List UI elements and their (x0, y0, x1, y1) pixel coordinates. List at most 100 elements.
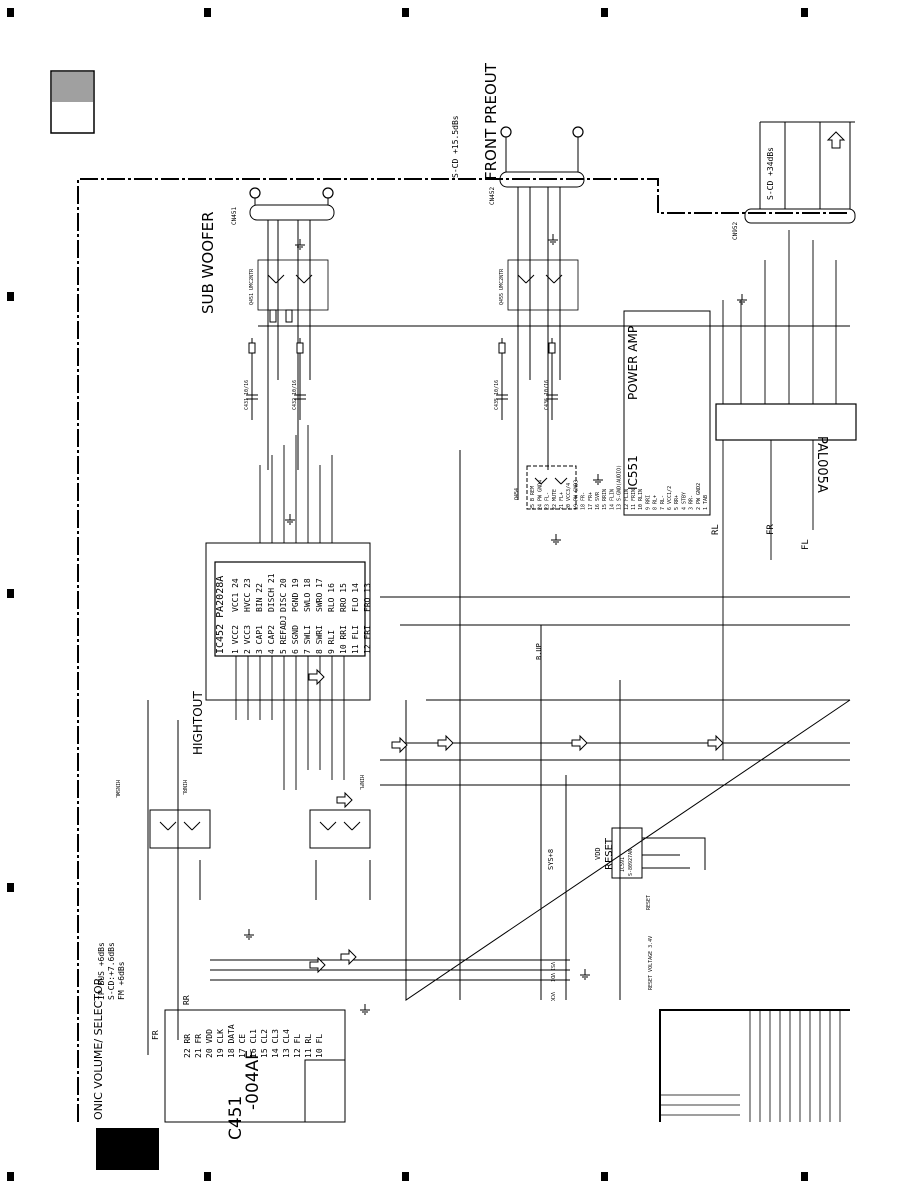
cn952-label: CN952 (732, 222, 739, 240)
ic451-pin-label: 12 FL (293, 1034, 302, 1058)
ic591-part: S-80927AN (628, 849, 634, 876)
ic451-pin-label: 14 CL3 (271, 1029, 280, 1058)
ic452-pin-label: 2 VCC3 (243, 625, 252, 654)
net-fl: FL (801, 539, 811, 550)
ic551-pin-label: 8 RL+ (653, 495, 659, 510)
ipbus-level-line: S-CD:+7.6dBs (107, 942, 116, 1000)
net-fr: FR (766, 524, 776, 535)
net-fr-lower: FR (151, 1030, 160, 1040)
ic551-pin-label: 11 FRIN (631, 489, 637, 510)
registration-marks (7, 8, 808, 1181)
ic452-pin-label: 6 SGND (291, 625, 300, 654)
ic451-pin-label: 18 DATA (227, 1024, 236, 1058)
ic452-pin-label: 12 FRI (363, 625, 372, 654)
ic451-pin-label: 21 FR (194, 1034, 203, 1058)
ic451-pin-label: 20 VDD (205, 1029, 214, 1058)
subwoofer-section: SUB WOOFER CN451 Q451 UMC2NTR C431 10/16… (199, 187, 335, 470)
ic551-pin-label: 18 FR- (581, 492, 587, 510)
hollow-arrow-icon (437, 734, 454, 752)
net-hinrl: HINRL (181, 780, 187, 795)
ic452-pin-label: 3 CAP1 (255, 625, 264, 654)
signal-arrows (308, 668, 724, 974)
ic551-pin-label: 3 RR- (689, 495, 695, 510)
bus-lines (147, 450, 851, 1055)
shield-border (77, 178, 850, 1122)
hollow-arrow-icon (336, 791, 353, 809)
cn952-block: CN952 S-CD +34dBs (732, 121, 856, 240)
ic452-pin-label: RLO 16 (327, 583, 336, 612)
front-preout-section: FRONT PREOUT S-CD +15.5dBs CN452 Q455 UM… (451, 62, 585, 500)
ic451-pin-label: 13 CL4 (282, 1029, 291, 1058)
ic551-pin-label: 23 FL- (545, 492, 551, 510)
ic452-pin-label: SWRO 17 (315, 578, 324, 612)
ipbus-level-line: FM +6dBs (117, 961, 126, 1000)
ic452-pin-label: 8 SWRI (315, 625, 324, 654)
rca-jack-icon (500, 126, 512, 138)
ic452-label: IC452 PA2028A (215, 576, 226, 654)
ic452-pin-label: FRO 13 (363, 583, 372, 612)
ic551-pin-label: 12 FLIN (624, 489, 630, 510)
pal005a-label: PAL005A (814, 436, 829, 493)
c432-label: C432 10/16 (292, 380, 298, 410)
ic551-pin-label: 22 MUTE (552, 489, 558, 510)
ic551-pin-label: 5 RR+ (674, 495, 680, 510)
ic452-pin-label: 7 SWLI (303, 625, 312, 654)
net-hinsw: HINSWL (114, 780, 120, 798)
hinsw-transistors (147, 809, 371, 900)
net-vdi: VDI (549, 973, 555, 982)
q455-label: Q455 UMC2NTR (499, 268, 505, 305)
c435-label: C435 10/16 (494, 380, 500, 410)
net-hinfl: HINFL (358, 775, 364, 790)
power-amp-title: POWER AMP (626, 326, 640, 400)
cn451-connector (249, 204, 335, 221)
hollow-arrow-icon (707, 734, 724, 752)
net-sys8: SYS+8 (547, 849, 555, 870)
ic452-pin-label: 1 VCC2 (231, 625, 240, 654)
hollow-arrow-icon (571, 734, 588, 752)
net-vsi: VSI (549, 962, 555, 971)
ic551-pin-label: 20 VCC3/4 (566, 483, 572, 510)
ic551-pin-label: 21 FL+ (559, 492, 565, 510)
ic452-pin-label: 5 REFADJ (279, 615, 288, 654)
ic451-pin-label: 10 FL (315, 1034, 324, 1058)
ic551-pin-label: 14 FLIN (609, 489, 615, 510)
ic551-pin-label: 17 FR+ (588, 492, 594, 510)
ic452-pin-label: VCC1 24 (231, 578, 240, 612)
ic451-pin-label: 16 CL1 (249, 1029, 258, 1058)
ic451-pin-label: 11 RL (304, 1034, 313, 1058)
ic452-pin-label: FLO 14 (351, 583, 360, 612)
ic452-pin-label: 10 RRI (339, 625, 348, 654)
microcontroller-block (659, 1009, 850, 1122)
ic451-pin-label: 17 CE (238, 1034, 247, 1058)
ipbus-level-line: IP BUS +6dBs (97, 942, 106, 1000)
ic452-pin-label: RRO 15 (339, 583, 348, 612)
ic452-pin-label: 4 CAP2 (267, 625, 276, 654)
ic452-pin-label: SWLO 18 (303, 578, 312, 612)
front-preout-title: FRONT PREOUT (482, 62, 500, 180)
cn452-connector (499, 171, 585, 188)
ic591-label: IC591 (620, 857, 626, 872)
ic551-pin-label: 1 TAB (703, 495, 709, 510)
ic452-pin-label: BIN 22 (255, 583, 264, 612)
net-reset: RESET (646, 895, 652, 910)
ic451-pin-label: 22 RR (183, 1034, 192, 1058)
reset-title: RESET (604, 837, 615, 870)
subwoofer-title: SUB WOOFER (199, 211, 217, 314)
hollow-arrow-icon (309, 956, 326, 974)
ic452-pin-label: PGND 19 (291, 578, 300, 612)
net-rl: RL (711, 524, 721, 535)
page-number-block (96, 1128, 159, 1170)
ic551-pin-label: 4 STBY (681, 492, 687, 510)
hollow-arrow-icon (391, 736, 408, 754)
ground-icon (737, 294, 747, 305)
ic551-pin-label: 25 B REM (530, 486, 536, 510)
ground-icon (551, 534, 561, 545)
ic452-pin-label: 11 FLI (351, 625, 360, 654)
net-reset-voltage: RESET VOLTAGE 3.4V (648, 936, 654, 990)
